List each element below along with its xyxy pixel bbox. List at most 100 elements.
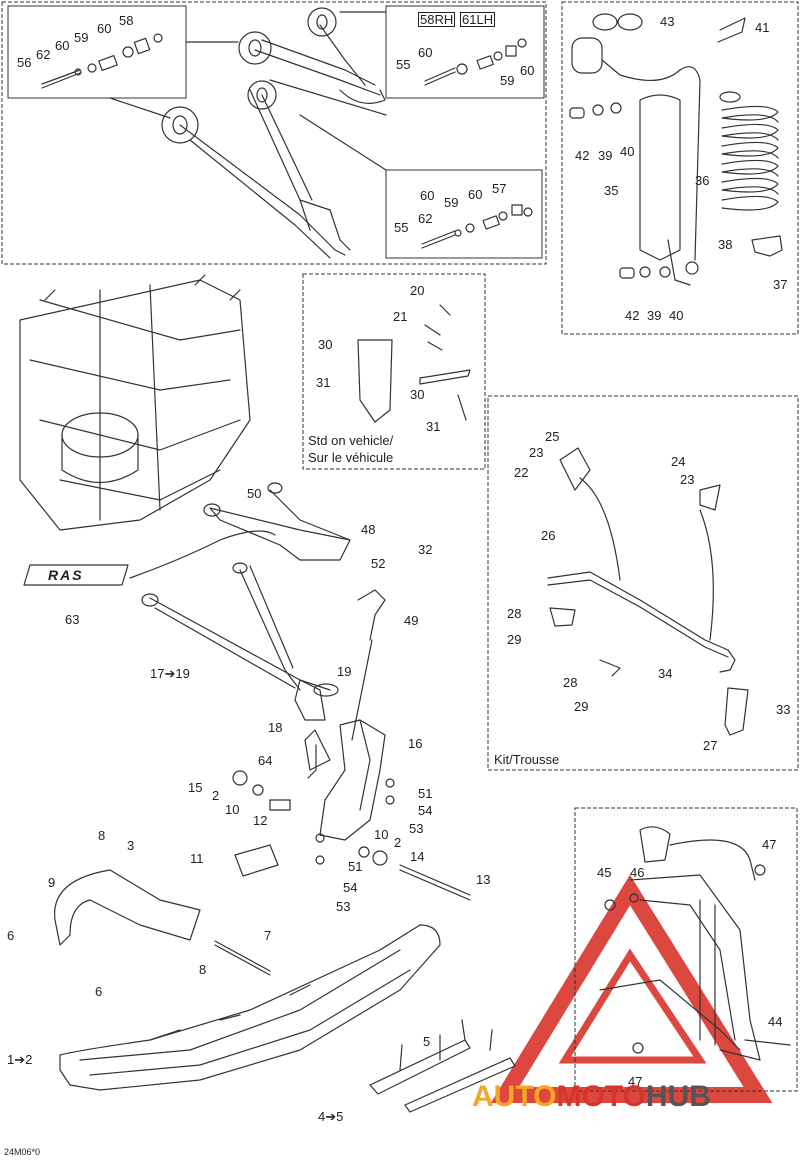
- part-11: 11: [190, 851, 204, 866]
- part-52: 52: [371, 556, 386, 571]
- watermark-text: AUTOMOTOHUB: [472, 1080, 711, 1120]
- part-59: 59: [444, 195, 459, 210]
- watermark-hub: HUB: [645, 1080, 711, 1113]
- part-43: 43: [660, 14, 675, 29]
- part-5: 5: [423, 1034, 431, 1049]
- std-note-line2: Sur le véhicule: [308, 450, 394, 465]
- part-3: 3: [127, 838, 135, 853]
- part-28: 28: [507, 606, 522, 621]
- part-7: 7: [264, 928, 272, 943]
- part-60: 60: [55, 38, 70, 53]
- part-39: 39: [647, 308, 662, 323]
- part-25: 25: [545, 429, 560, 444]
- part-42: 42: [625, 308, 640, 323]
- watermark-auto: AUTO: [472, 1080, 557, 1113]
- part-12: 12: [253, 813, 268, 828]
- part-58rh: 58RH: [418, 12, 456, 27]
- part-60: 60: [418, 45, 433, 60]
- panel-borders: [1, 1, 799, 1092]
- part-40: 40: [669, 308, 684, 323]
- part-40: 40: [620, 144, 635, 159]
- part-32: 32: [418, 542, 433, 557]
- std-note-line1: Std on vehicle/: [308, 433, 394, 448]
- part-61lh: 61LH: [460, 12, 496, 27]
- part-60: 60: [420, 188, 435, 203]
- part-17-19: 17➔19: [150, 666, 190, 681]
- part-64: 64: [258, 753, 273, 768]
- part-60: 60: [520, 63, 535, 78]
- inset-boxes: [7, 5, 545, 259]
- part-63: 63: [65, 612, 80, 627]
- part-27: 27: [703, 738, 718, 753]
- part-6: 6: [95, 984, 103, 999]
- part-46: 46: [630, 865, 645, 880]
- part-53: 53: [336, 899, 351, 914]
- diagram-code: 24M06*0: [4, 1147, 41, 1157]
- watermark-triangle: [490, 874, 773, 1103]
- part-55: 55: [396, 57, 411, 72]
- part-10: 10: [225, 802, 240, 817]
- part-45: 45: [597, 865, 612, 880]
- part-58: 58: [119, 13, 134, 28]
- line-art: [19, 7, 791, 1113]
- part-23: 23: [680, 472, 695, 487]
- part-59: 59: [74, 30, 89, 45]
- part-9: 9: [48, 875, 56, 890]
- part-10: 10: [374, 827, 389, 842]
- part-56: 56: [17, 55, 32, 70]
- part-8: 8: [98, 828, 106, 843]
- part-55: 55: [394, 220, 409, 235]
- part-49: 49: [404, 613, 419, 628]
- part-57: 57: [492, 181, 507, 196]
- part-50: 50: [247, 486, 262, 501]
- part-53: 53: [409, 821, 424, 836]
- part-1-2: 1➔2: [7, 1052, 33, 1067]
- part-2: 2: [394, 835, 402, 850]
- part-62: 62: [418, 211, 433, 226]
- part-31: 31: [316, 375, 331, 390]
- ras-logo: RAS: [48, 567, 84, 583]
- part-22: 22: [514, 465, 529, 480]
- part-59: 59: [500, 73, 515, 88]
- part-26: 26: [541, 528, 556, 543]
- part-48: 48: [361, 522, 376, 537]
- part-47: 47: [762, 837, 777, 852]
- part-36: 36: [695, 173, 710, 188]
- part-54: 54: [418, 803, 433, 818]
- part-16: 16: [408, 736, 423, 751]
- part-29: 29: [574, 699, 589, 714]
- part-15: 15: [188, 780, 203, 795]
- part-30: 30: [318, 337, 333, 352]
- part-23: 23: [529, 445, 544, 460]
- part-60: 60: [468, 187, 483, 202]
- kit-note: Kit/Trousse: [494, 752, 560, 767]
- part-21: 21: [393, 309, 408, 324]
- part-35: 35: [604, 183, 619, 198]
- part-30: 30: [410, 387, 425, 402]
- part-18: 18: [268, 720, 283, 735]
- part-13: 13: [476, 872, 491, 887]
- part-51: 51: [348, 859, 363, 874]
- part-8: 8: [199, 962, 207, 977]
- part-37: 37: [773, 277, 788, 292]
- part-6: 6: [7, 928, 15, 943]
- part-62: 62: [36, 47, 51, 62]
- part-54: 54: [343, 880, 358, 895]
- part-31: 31: [426, 419, 441, 434]
- part-42: 42: [575, 148, 590, 163]
- part-20: 20: [410, 283, 425, 298]
- part-44: 44: [768, 1014, 783, 1029]
- watermark-moto: MOTO: [556, 1080, 646, 1113]
- part-24: 24: [671, 454, 686, 469]
- part-38: 38: [718, 237, 733, 252]
- part-2: 2: [212, 788, 220, 803]
- part-14: 14: [410, 849, 425, 864]
- part-33: 33: [776, 702, 791, 717]
- part-29: 29: [507, 632, 522, 647]
- part-34: 34: [658, 666, 673, 681]
- part-47: 47: [628, 1074, 643, 1089]
- part-39: 39: [598, 148, 613, 163]
- part-60: 60: [97, 21, 112, 36]
